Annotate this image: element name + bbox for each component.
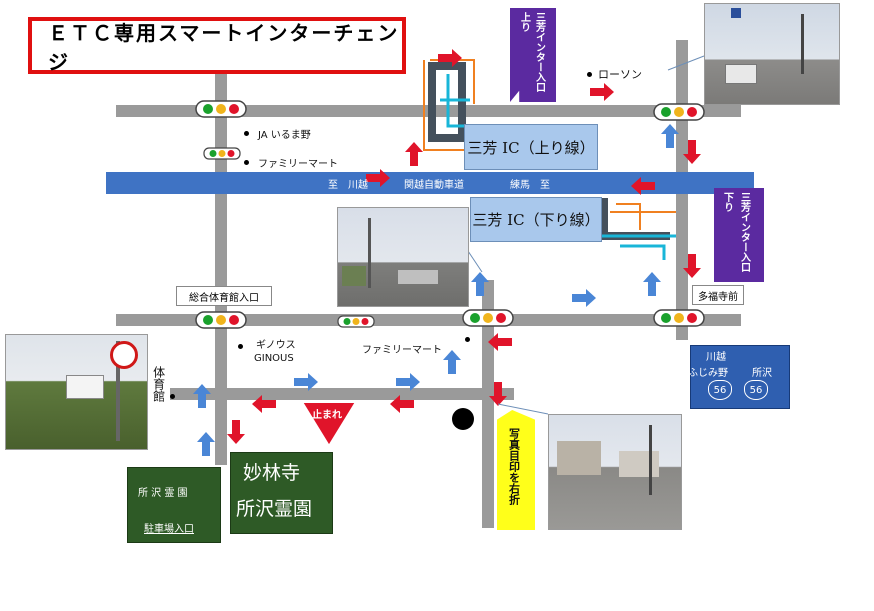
road-middle <box>116 314 741 326</box>
parking-box <box>127 467 221 543</box>
route-sign-right: 所沢 <box>752 368 772 379</box>
expressway-left: 至 川越 <box>328 180 368 191</box>
lawson-label: ローソン <box>598 68 642 81</box>
traffic-light-top-left <box>195 100 247 118</box>
route-56-left: 56 <box>708 380 732 400</box>
traffic-light-mid-center <box>462 309 514 327</box>
up-entrance-label-a: 上り <box>518 12 530 32</box>
sports-hall-entrance-label: 総合体育館入口 <box>176 286 272 306</box>
ic-down-label: 三芳 IC（下り線） <box>470 197 602 242</box>
gym-label: 体育館 <box>151 366 166 402</box>
traffic-light-mid-left <box>195 311 247 329</box>
down-entrance-tag <box>714 188 764 282</box>
photo-intersection <box>337 207 469 307</box>
traffic-light-top-right <box>653 103 705 121</box>
parking-label-b: 駐車場入口 <box>144 524 194 535</box>
up-entrance-tag <box>510 8 556 102</box>
photo-note <box>497 410 535 530</box>
route-sign <box>690 345 790 409</box>
familymart-mid-label: ファミリーマート <box>362 345 442 356</box>
photo-marker-dot <box>452 408 474 430</box>
road-lower <box>170 388 514 400</box>
familymart-top-label: ファミリーマート <box>258 159 338 170</box>
ja-label: JA いるま野 <box>258 130 311 141</box>
expressway-name: 関越自動車道 <box>404 180 464 191</box>
expressway-band <box>106 172 754 194</box>
photo-note-text: 写真目印を右折 <box>507 428 521 505</box>
cemetery-box <box>230 452 333 534</box>
ginous-jp-label: ギノウス <box>256 340 296 351</box>
ginous-en-label: GINOUS <box>254 353 294 364</box>
up-entrance-label-b: 三芳インター入口 <box>533 12 545 92</box>
photo-lawson-corner <box>704 3 840 105</box>
stop-sign <box>300 401 358 448</box>
ic-down-ramps <box>560 198 676 260</box>
traffic-light-mid-right <box>653 309 705 327</box>
cemetery-name-1: 妙林寺 <box>243 462 301 484</box>
ic-up-label: 三芳 IC（上り線） <box>464 124 598 170</box>
traffic-light-small-left <box>203 147 241 160</box>
photo-gym-entrance <box>5 334 148 450</box>
down-entrance-label-b: 三芳インター入口 <box>738 192 750 272</box>
route-sign-left: ふじみ野 <box>688 368 728 379</box>
page-title: ＥＴＣ専用スマートインターチェンジ <box>28 17 406 74</box>
tafukuji-label: 多福寺前 <box>692 285 744 305</box>
parking-label-a: 所 沢 霊 園 <box>138 488 188 499</box>
route-sign-top: 川越 <box>706 352 726 363</box>
route-56-right: 56 <box>744 380 768 400</box>
traffic-light-mid-small <box>337 315 375 328</box>
expressway-right: 練馬 至 <box>510 180 550 191</box>
stop-sign-label: 止まれ <box>312 410 342 421</box>
cemetery-name-2: 所沢霊園 <box>236 498 313 520</box>
roads <box>116 40 741 528</box>
road-v-left <box>215 40 227 465</box>
photo-turn-point <box>548 414 682 530</box>
down-entrance-label-a: 下り <box>721 192 733 212</box>
